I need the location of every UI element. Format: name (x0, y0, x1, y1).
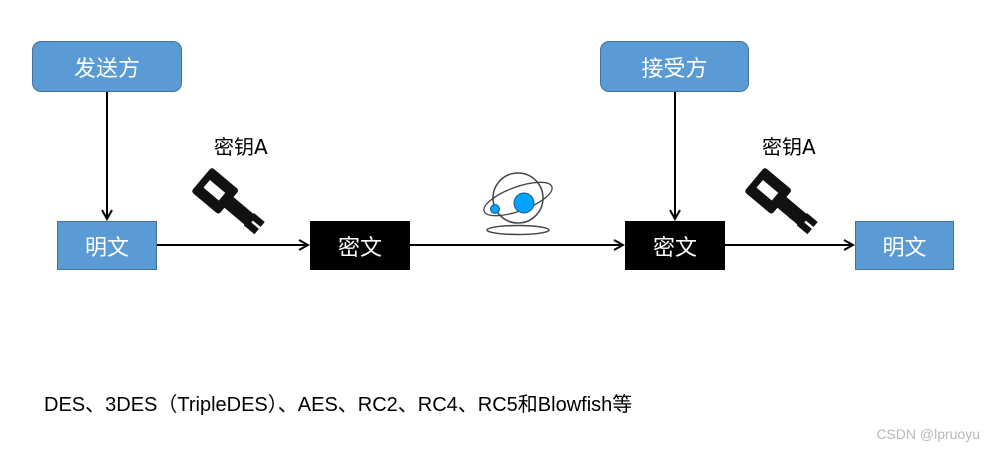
algorithm-caption: DES、3DES（TripleDES）、AES、RC2、RC4、RC5和Blow… (44, 394, 633, 416)
encrypt-key-label: 密钥A (214, 135, 268, 159)
receiver-node: 接受方 (600, 41, 749, 92)
decrypt-key-label: 密钥A (762, 135, 816, 159)
key-icon (745, 168, 818, 235)
ciphertext-right-node: 密文 (625, 221, 725, 270)
key-icon (192, 168, 265, 235)
plaintext-left-node: 明文 (57, 221, 157, 270)
globe-orbit-icon (483, 172, 553, 236)
ciphertext-left-node: 密文 (310, 221, 410, 270)
plaintext-right-node: 明文 (855, 221, 954, 270)
watermark: CSDN @lpruoyu (876, 426, 980, 442)
sender-node: 发送方 (32, 41, 182, 92)
